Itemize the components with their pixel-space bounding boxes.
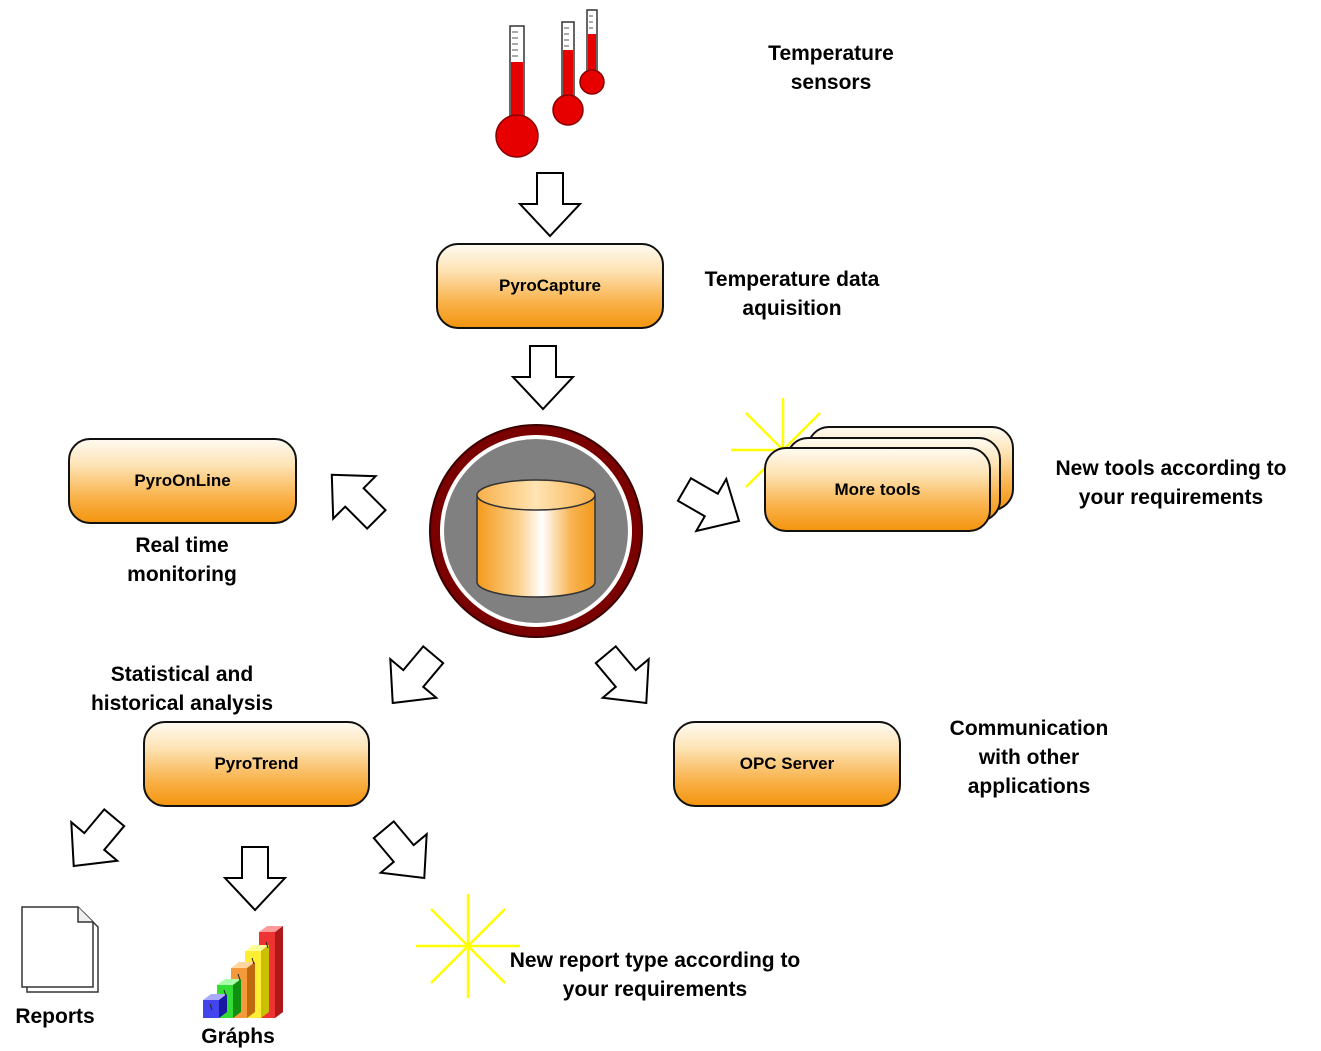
arrow-icon	[512, 345, 574, 410]
pyrotrend-box[interactable]: PyroTrend	[143, 721, 370, 807]
arrow-icon	[224, 846, 286, 911]
opc-server-label: OPC Server	[739, 754, 835, 773]
arrow-icon	[309, 452, 399, 542]
more-tools-box[interactable]: More tools	[764, 447, 991, 532]
database-icon	[429, 424, 643, 638]
starburst-icon	[416, 894, 520, 998]
arrow-icon	[581, 634, 671, 724]
arrow-icon	[668, 462, 755, 548]
bar-graph-icon	[203, 926, 283, 1018]
pyrocapture-label: PyroCapture	[498, 276, 602, 295]
thermometer-icon	[495, 25, 539, 158]
arrow-icon	[49, 797, 139, 887]
arrow-icon	[359, 809, 449, 899]
arrow-icon	[368, 634, 458, 724]
document-icon	[21, 906, 99, 993]
pyrocapture-box[interactable]: PyroCapture	[436, 243, 664, 329]
thermometer-icon	[552, 21, 584, 126]
thermometer-icon	[579, 9, 605, 95]
graphs-caption: Gráphs	[201, 1025, 275, 1048]
more-tools-label: More tools	[834, 479, 921, 499]
arrow-icon	[519, 172, 581, 237]
pyroonline-label: PyroOnLine	[134, 471, 231, 490]
opc-server-box[interactable]: OPC Server	[673, 721, 901, 807]
reports-caption: Reports	[15, 1005, 95, 1028]
pyrotrend-label: PyroTrend	[214, 754, 299, 773]
pyroonline-box[interactable]: PyroOnLine	[68, 438, 297, 524]
